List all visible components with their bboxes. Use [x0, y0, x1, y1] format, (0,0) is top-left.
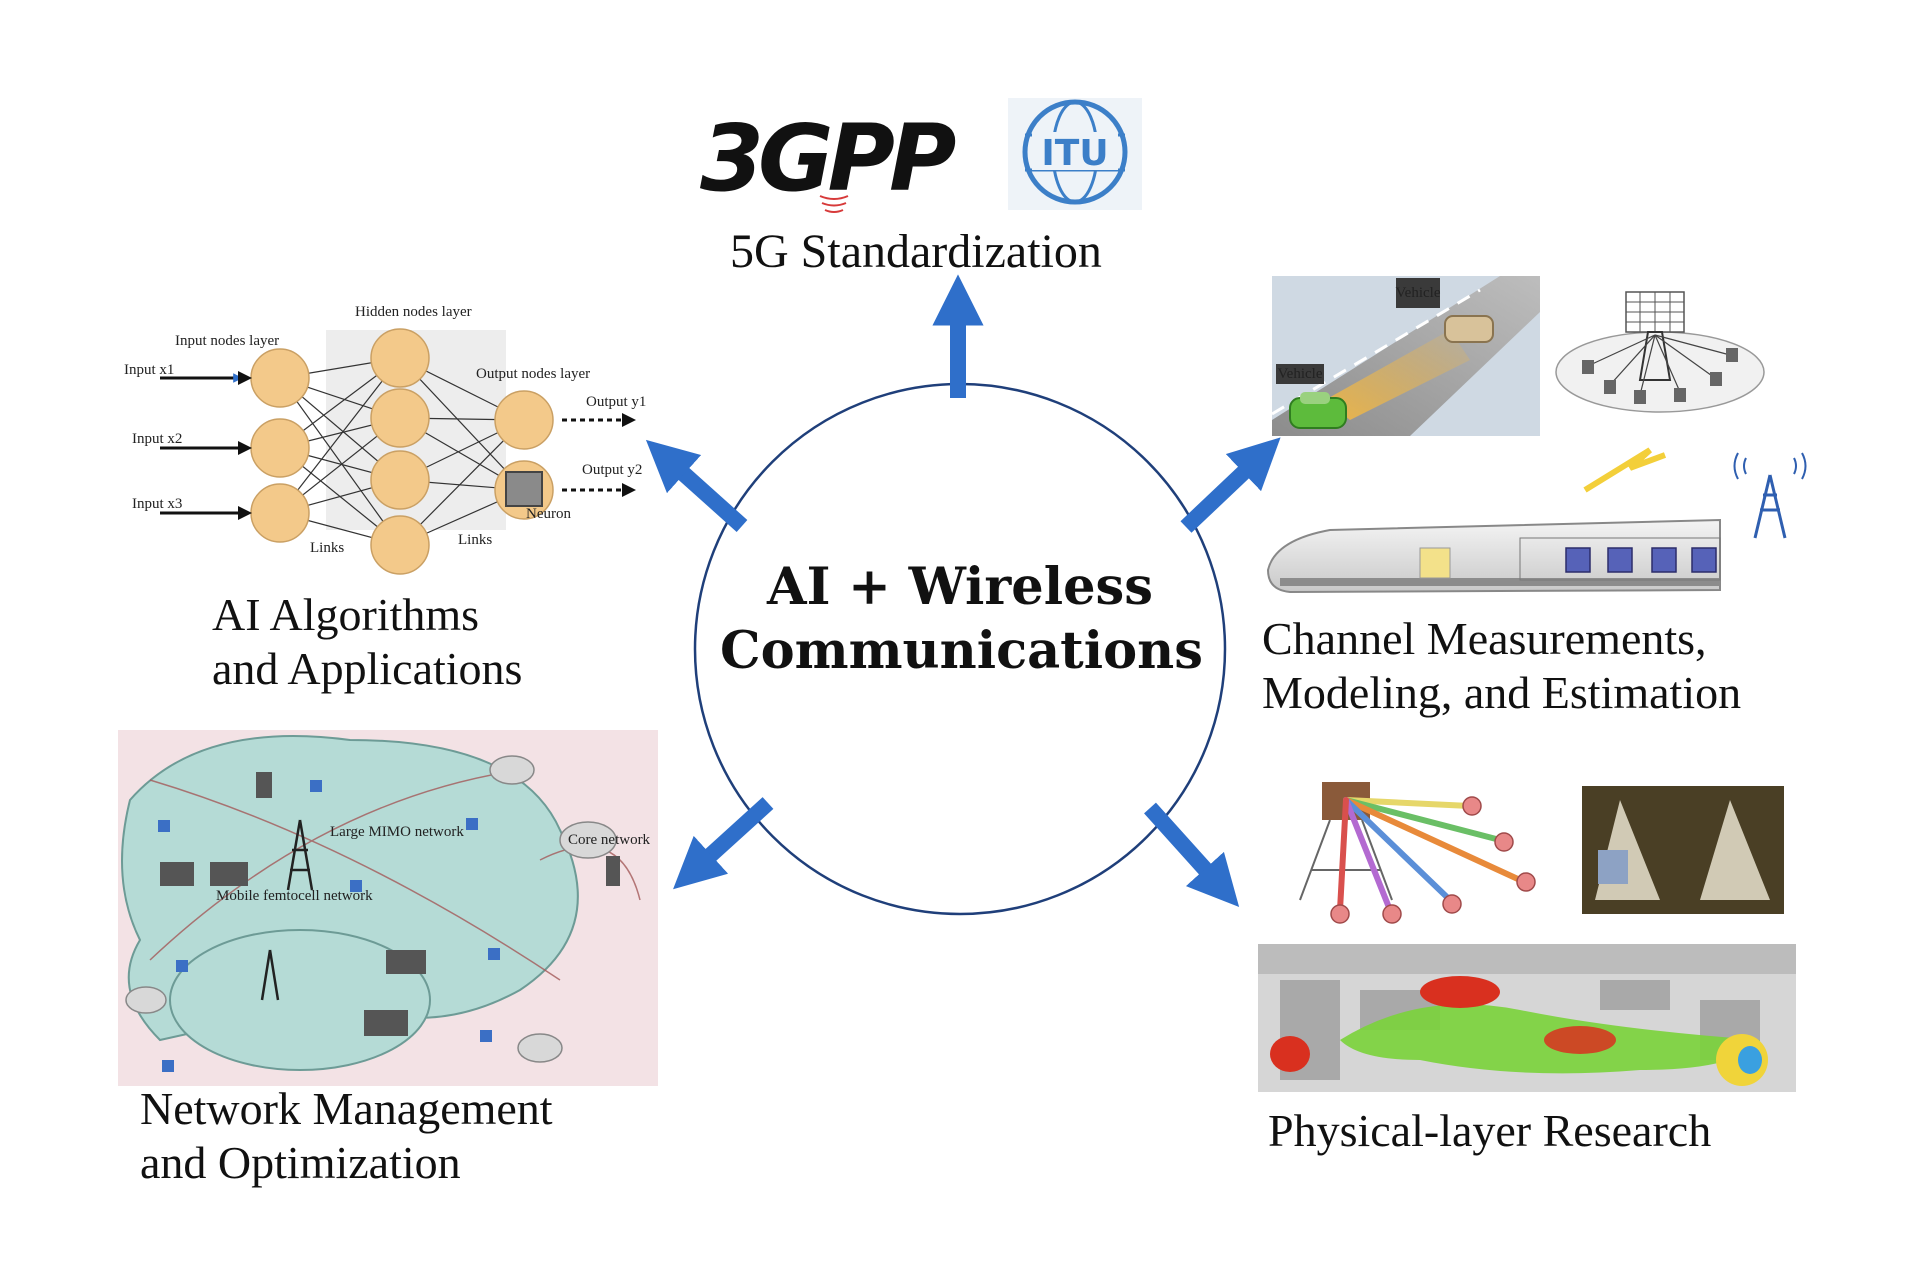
- svg-text:Output y1: Output y1: [586, 394, 646, 410]
- svg-text:Output nodes layer: Output nodes layer: [476, 366, 590, 382]
- train-icon: [1266, 518, 1721, 594]
- svg-text:3GPP: 3GPP: [700, 105, 956, 212]
- svg-text:Vehicle: Vehicle: [1396, 285, 1441, 301]
- svg-text:Links: Links: [458, 532, 492, 548]
- arrow-down-left-icon: [673, 797, 774, 890]
- svg-text:Hidden nodes layer: Hidden nodes layer: [355, 304, 472, 320]
- indoor-beam-figure: [1582, 786, 1784, 914]
- logo-itu: ITU: [1008, 98, 1142, 210]
- center-title-line-2: Communications: [720, 620, 1203, 681]
- train-figure: [1266, 447, 1807, 594]
- svg-text:Input x3: Input x3: [132, 496, 182, 512]
- car-icon: [1289, 392, 1347, 429]
- svg-text:Output y2: Output y2: [582, 462, 642, 478]
- network-figure: Large MIMO network Mobile femtocell netw…: [118, 730, 658, 1086]
- label-ai-algorithms: AI Algorithms and Applications: [212, 589, 523, 695]
- svg-text:Core network: Core network: [568, 832, 651, 848]
- tower-icon: [1733, 452, 1807, 539]
- tower-icon: [260, 819, 314, 1001]
- center-title: AI + Wireless Communications: [720, 556, 1203, 684]
- vehicle-channel-figure: Vehicle Vehicle: [1271, 276, 1540, 436]
- label-channel-measurements: Channel Measurements, Modeling, and Esti…: [1262, 613, 1742, 719]
- svg-text:Input x1: Input x1: [124, 362, 174, 378]
- label-5g-standardization: 5G Standardization: [730, 225, 1102, 278]
- arrow-down-right-icon: [1144, 802, 1240, 908]
- arrow-up-right-icon: [1180, 437, 1281, 533]
- neural-network-figure: Input nodes layer Hidden nodes layer Out…: [124, 304, 646, 575]
- svg-text:Input nodes layer: Input nodes layer: [175, 333, 279, 349]
- massive-mimo-figure: [1555, 291, 1765, 413]
- beamforming-figure: [1299, 782, 1536, 924]
- svg-text:ITU: ITU: [1041, 133, 1108, 174]
- label-physical-layer: Physical-layer Research: [1268, 1105, 1712, 1156]
- svg-text:Links: Links: [310, 540, 344, 556]
- ray-tracing-figure: [1258, 944, 1796, 1092]
- car-icon: [1444, 315, 1494, 343]
- arrow-up-left-icon: [645, 439, 748, 532]
- center-title-line-1: AI + Wireless: [767, 557, 1153, 617]
- svg-text:Input x2: Input x2: [132, 431, 182, 447]
- logo-3gpp: 3GPP: [700, 105, 962, 213]
- svg-text:Vehicle: Vehicle: [1278, 366, 1323, 382]
- arrows: [645, 274, 1281, 908]
- label-network-management: Network Management and Optimization: [140, 1083, 553, 1189]
- svg-text:Neuron: Neuron: [526, 506, 571, 522]
- svg-text:Mobile femtocell network: Mobile femtocell network: [216, 888, 373, 904]
- svg-text:Large MIMO network: Large MIMO network: [330, 824, 464, 840]
